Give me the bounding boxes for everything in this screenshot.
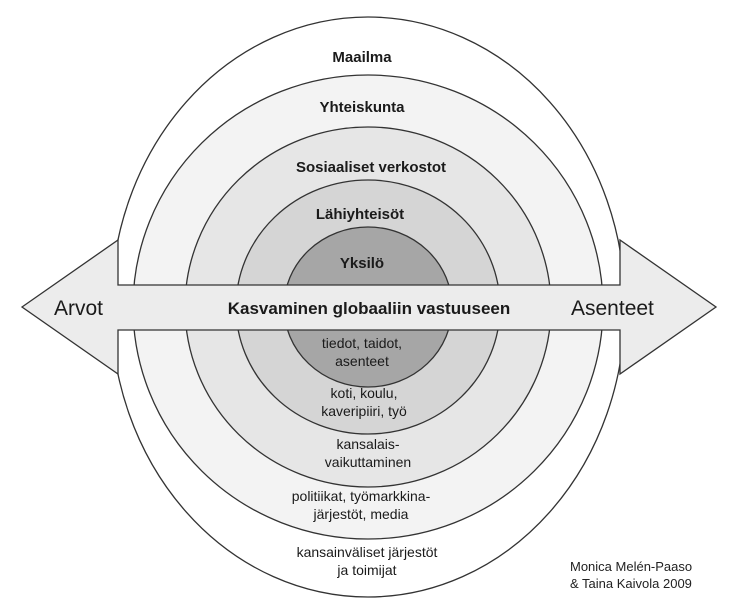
ring-title-yksilo: Yksilö	[340, 255, 384, 272]
ring-desc-maailma-line2: ja toimijat	[336, 562, 396, 578]
ring-desc-sosiaaliset-line2: vaikuttaminen	[325, 454, 411, 470]
arrow-center-label: Kasvaminen globaaliin vastuuseen	[228, 299, 510, 318]
double-arrow	[20, 238, 718, 376]
ring-desc-yksilo-line1: tiedot, taidot,	[322, 335, 402, 351]
credit-line1: Monica Melén-Paaso	[570, 559, 693, 574]
ring-title-yhteiskunta: Yhteiskunta	[319, 99, 405, 116]
ring-desc-yhteiskunta-line2: järjestöt, media	[313, 506, 409, 522]
ring-title-lahiyhteisot: Lähiyhteisöt	[316, 206, 404, 223]
ring-title-sosiaaliset-verkostot: Sosiaaliset verkostot	[296, 159, 446, 176]
credit: Monica Melén-Paaso & Taina Kaivola 2009	[570, 558, 692, 592]
ring-desc-lahiyhteisot-line1: koti, koulu,	[331, 385, 398, 401]
arrow-right-label: Asenteet	[571, 297, 654, 320]
arrow-left-label: Arvot	[54, 297, 103, 320]
ring-title-maailma: Maailma	[332, 49, 392, 66]
credit-line2: & Taina Kaivola 2009	[570, 576, 692, 591]
ring-desc-lahiyhteisot-line2: kaveripiiri, työ	[321, 403, 407, 419]
ring-desc-yksilo-line2: asenteet	[335, 353, 389, 369]
ring-desc-yhteiskunta-line1: politiikat, työmarkkina-	[292, 488, 431, 504]
ring-desc-sosiaaliset-line1: kansalais-	[336, 436, 399, 452]
ring-desc-maailma-line1: kansainväliset järjestöt	[297, 544, 438, 560]
